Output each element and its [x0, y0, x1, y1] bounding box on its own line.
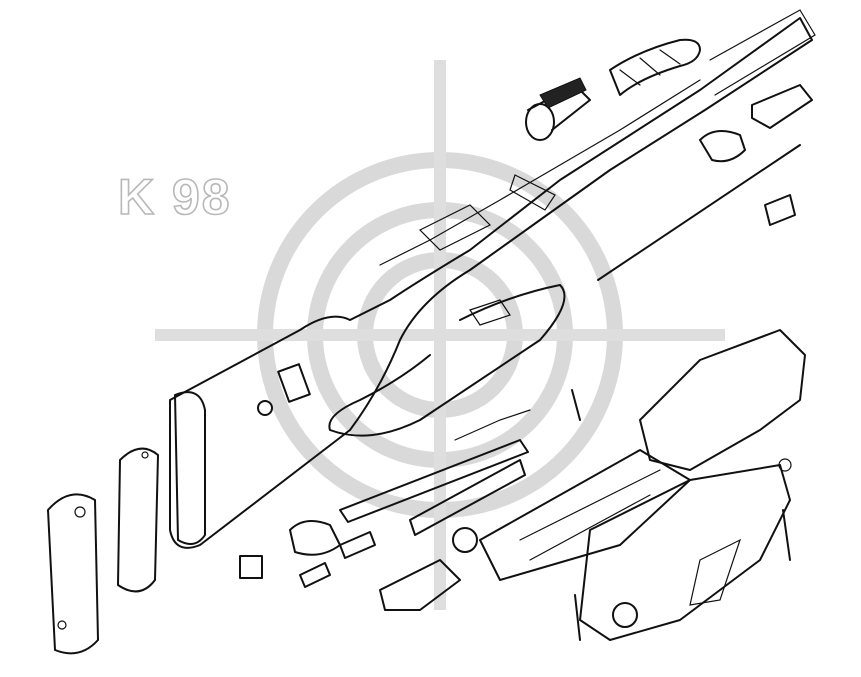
- front-band: [525, 77, 591, 141]
- butt-plates: [47, 391, 206, 655]
- rear-sight-parts: [699, 84, 813, 226]
- cleaning-rod: [597, 144, 801, 281]
- bolt-assembly: [239, 409, 531, 588]
- screws-and-pins: [571, 389, 792, 641]
- rifle-stock: [169, 9, 816, 549]
- crosshair-watermark: [155, 60, 725, 610]
- upper-handguard: [609, 38, 701, 96]
- receiver: [379, 329, 806, 611]
- model-label: K 98: [117, 169, 232, 225]
- sling: [328, 284, 566, 437]
- trigger-guard: [579, 464, 791, 641]
